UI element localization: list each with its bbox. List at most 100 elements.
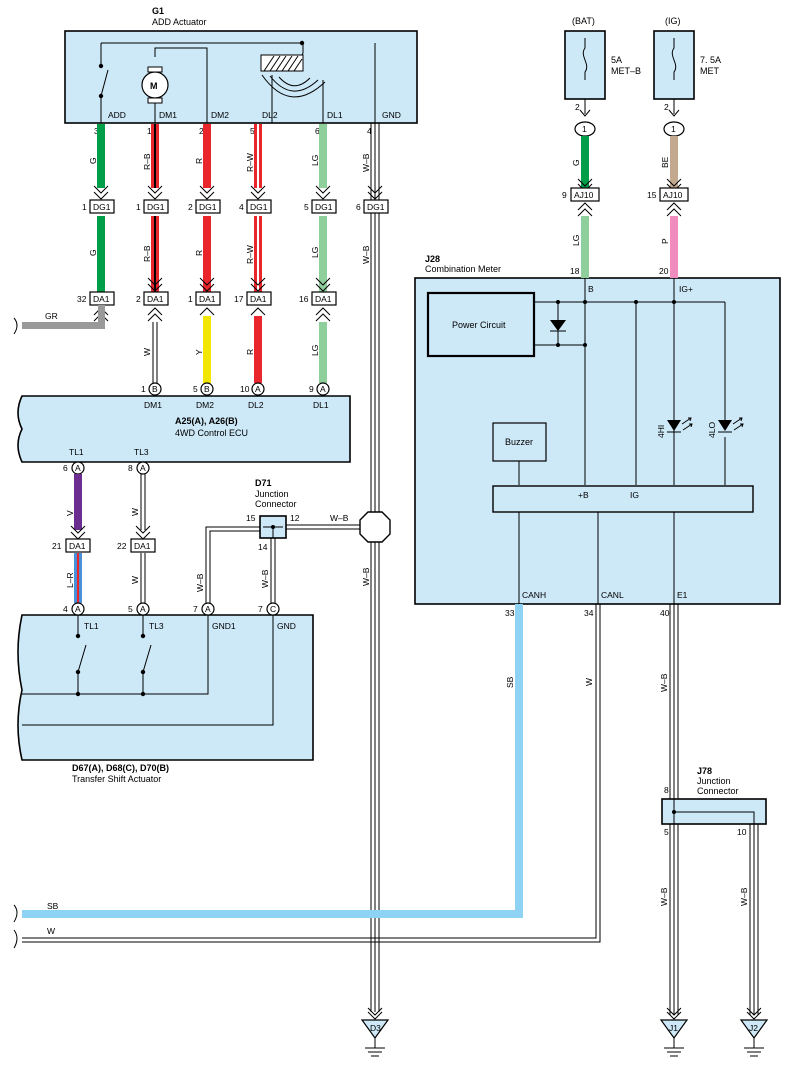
- wire-dl2-rw-stripe-lower: [257, 216, 259, 292]
- da1-top-chevrons: [147, 277, 331, 292]
- wc-j78-j1: W–B: [659, 887, 669, 906]
- g1-pin-add: ADD: [108, 110, 126, 120]
- ground-d3: D3: [360, 1019, 390, 1057]
- tl3-switch-blade: [142, 644, 152, 673]
- add-switch-contact-top: [98, 63, 104, 69]
- g1-pin-dm1: DM1: [159, 110, 177, 120]
- wc-dl1-lg: LG: [310, 345, 320, 356]
- j28-num-40: 40: [660, 608, 670, 618]
- wire-dl1-lg-upper: [319, 124, 327, 188]
- wc-gnd-wb-d71: W–B: [260, 569, 270, 588]
- svg-text:A: A: [255, 384, 261, 394]
- da1-num-32: 32: [77, 294, 87, 304]
- aj10-num-9: 9: [562, 190, 567, 200]
- j78-num-5: 5: [664, 827, 669, 837]
- wire-gnd-wb-d71: [270, 538, 276, 603]
- wire-dm1-rb-stripe-upper: [154, 124, 156, 188]
- svg-text:A: A: [205, 604, 211, 614]
- wire-dm1-w: [152, 322, 158, 383]
- position-sensor-arc-core: [278, 76, 311, 87]
- ground-j2-chevrons: [746, 1007, 762, 1020]
- led-4hi-rays: [681, 417, 693, 431]
- wire-d71-to-splice: [286, 524, 363, 530]
- d71-num-14: 14: [258, 542, 268, 552]
- fuse-ig-rating: 7. 5A: [700, 55, 721, 65]
- j28-pin-e1: E1: [677, 590, 688, 600]
- j28-pin-canh: CANH: [522, 590, 546, 600]
- transfer-actuator-circles: A A A C: [71, 602, 280, 616]
- j78-id: J78: [697, 766, 712, 776]
- splice-octagon: [359, 511, 391, 543]
- dg1-num-2: 2: [188, 202, 193, 212]
- svg-text:DG1: DG1: [93, 202, 111, 212]
- aj10-bottom-chevrons: [577, 202, 682, 217]
- da1-num-22: 22: [117, 541, 127, 551]
- tl1-switch-blade: [77, 644, 87, 673]
- led-4hi-label: 4HI: [656, 425, 666, 438]
- svg-text:DG1: DG1: [199, 202, 217, 212]
- dg1-num-4: 4: [239, 202, 244, 212]
- add-junction-dot: [299, 40, 305, 46]
- dg1-connector-row: DG1 DG1 DG1 DG1 DG1 DG1: [89, 199, 389, 214]
- fuse-bat-name: MET–B: [611, 66, 641, 76]
- j78-junction-dot: [672, 810, 676, 814]
- add-switch-contact-bottom: [98, 93, 104, 99]
- wire-j78-j2-wb: [749, 824, 759, 1015]
- fuse-ig-name: MET: [700, 66, 720, 76]
- ecu-num-8: 8: [128, 463, 133, 473]
- w-break-mark: [13, 929, 18, 949]
- g1-num-6: 6: [315, 126, 320, 136]
- d71-id: D71: [255, 478, 272, 488]
- gr-break-mark: [13, 317, 18, 335]
- wire-dl1-lg-lower: [319, 216, 327, 292]
- svg-text:B: B: [152, 384, 158, 394]
- d67-num-7b: 7: [258, 604, 263, 614]
- wc-sb-left: SB: [47, 901, 59, 911]
- da1-num-2: 2: [136, 294, 141, 304]
- wc-tl3-w-upper: W: [130, 508, 140, 516]
- position-sensor-arc-inner: [269, 75, 319, 92]
- dg1-num-5: 5: [304, 202, 309, 212]
- g1-num-4: 4: [367, 126, 372, 136]
- svg-text:1: 1: [671, 124, 676, 134]
- j28-dot-5: [556, 343, 560, 347]
- j28-name: Combination Meter: [425, 264, 501, 274]
- svg-text:DG1: DG1: [367, 202, 385, 212]
- da1-bottom-chevrons: [93, 307, 331, 322]
- j28-dot-2: [583, 300, 587, 304]
- svg-text:J1: J1: [669, 1023, 678, 1033]
- add-switch-blade: [100, 69, 109, 97]
- fuse-ig-source: (IG): [665, 16, 681, 26]
- led-4lo-label: 4LO: [707, 422, 717, 438]
- wc-gnd-upper: W–B: [361, 153, 371, 172]
- d67-num-5: 5: [128, 604, 133, 614]
- svg-text:A: A: [75, 463, 81, 473]
- wire-e1-wb: [669, 604, 679, 799]
- wc-j78-j2: W–B: [739, 887, 749, 906]
- wc-gnd-lower: W–B: [361, 567, 371, 586]
- wire-dm2-y: [203, 316, 211, 383]
- ground-j2: J2: [739, 1019, 769, 1057]
- add-actuator-name: ADD Actuator: [152, 17, 207, 27]
- wire-bat-g: [581, 136, 589, 188]
- wire-tl3-w-lower: [140, 553, 146, 603]
- fuse-bat-source: (BAT): [572, 16, 595, 26]
- wc-dm1-lower: R–B: [142, 245, 152, 262]
- j28-ic-pin-ig: IG: [630, 490, 639, 500]
- power-circuit-label: Power Circuit: [452, 320, 506, 330]
- wc-add-upper: G: [88, 157, 98, 164]
- ecu-pin-dl2: DL2: [248, 400, 264, 410]
- wc-dm1-upper: R–B: [142, 153, 152, 170]
- add-actuator-box: [64, 30, 418, 124]
- da1-num-17: 17: [234, 294, 244, 304]
- fuse-ovals: 1 1: [574, 121, 685, 137]
- g1-pin-dl1: DL1: [327, 110, 343, 120]
- wire-dl1-lg: [319, 322, 327, 383]
- g1-pin-dl2: DL2: [262, 110, 278, 120]
- svg-text:AJ10: AJ10: [663, 190, 683, 200]
- d71-num-12: 12: [290, 513, 300, 523]
- d67-pin-tl1: TL1: [84, 621, 99, 631]
- position-sensor-hatch-lines: [263, 55, 303, 72]
- wc-dm1-w: W: [142, 348, 152, 356]
- ecu-pin-dm2: DM2: [196, 400, 214, 410]
